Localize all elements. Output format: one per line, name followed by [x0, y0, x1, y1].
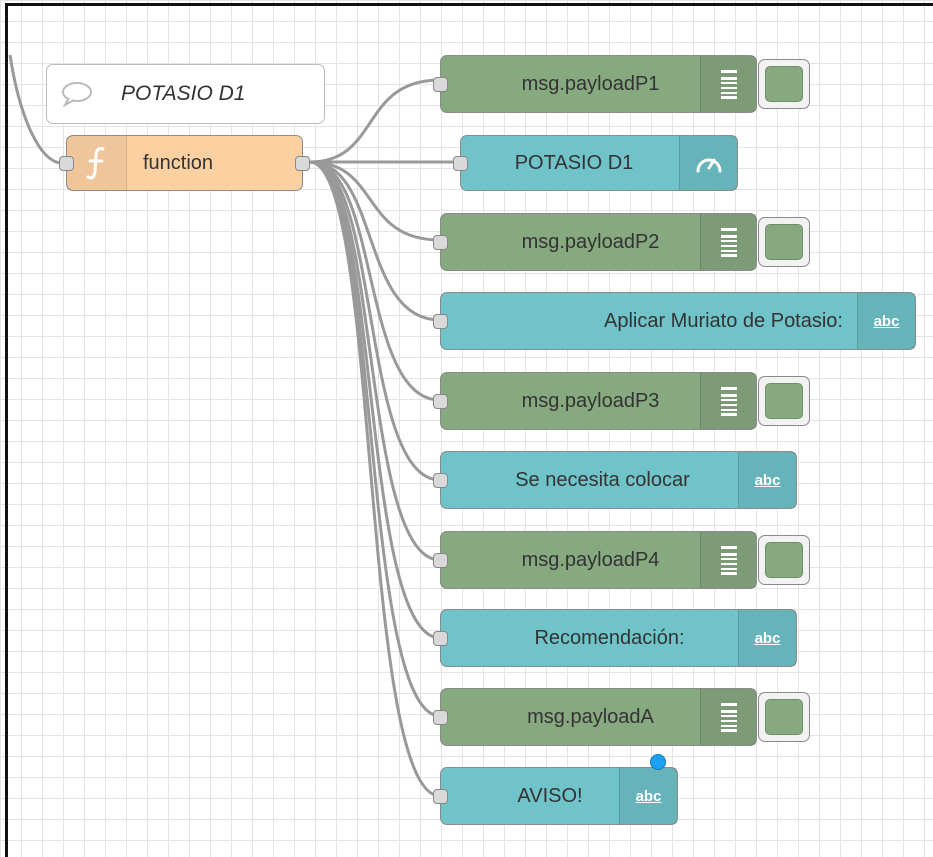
text-input-port[interactable]: [433, 630, 448, 646]
debug-toggle-button[interactable]: [758, 59, 810, 109]
abc-icon: abc: [754, 629, 781, 647]
text-node-recomendacion[interactable]: Recomendación: abc: [433, 609, 797, 667]
abc-icon: abc: [873, 312, 900, 330]
debug-node-p1[interactable]: msg.payloadP1: [433, 55, 757, 113]
speech-bubble-icon: [62, 82, 92, 107]
debug-node-a[interactable]: msg.payloadA: [433, 688, 757, 746]
list-icon: [720, 546, 737, 575]
gauge-icon: [696, 158, 721, 173]
abc-icon: abc: [754, 471, 781, 489]
abc-icon-box: abc: [619, 768, 677, 824]
function-output-port[interactable]: [295, 155, 310, 171]
debug-input-port[interactable]: [433, 393, 448, 409]
text-label: Aplicar Muriato de Potasio:: [603, 309, 843, 332]
debug-input-port[interactable]: [433, 552, 448, 568]
list-icon: [720, 70, 737, 99]
debug-toggle-button[interactable]: [758, 376, 810, 426]
debug-label: msg.payloadP1: [521, 72, 660, 95]
abc-icon: abc: [635, 787, 662, 805]
debug-node-p4[interactable]: msg.payloadP4: [433, 531, 757, 589]
wire-1: [309, 78, 441, 164]
text-input-port[interactable]: [433, 313, 448, 329]
wire-3: [309, 160, 441, 242]
text-node-aplicar[interactable]: Aplicar Muriato de Potasio: abc: [433, 292, 916, 350]
comment-node[interactable]: POTASIO D1: [46, 64, 325, 124]
changed-status-dot: [650, 754, 666, 770]
text-input-port[interactable]: [433, 788, 448, 804]
comment-icon-box: [47, 65, 107, 123]
wire-input: [8, 54, 61, 165]
abc-icon-box: abc: [857, 293, 915, 349]
debug-label: msg.payloadP3: [521, 389, 660, 412]
comment-label: POTASIO D1: [121, 82, 246, 105]
text-label: Recomendación:: [534, 626, 685, 649]
debug-node-p2[interactable]: msg.payloadP2: [433, 213, 757, 271]
debug-label: msg.payloadP2: [521, 230, 660, 253]
list-icon-box: [700, 56, 756, 112]
abc-icon-box: abc: [738, 452, 796, 508]
debug-input-port[interactable]: [433, 709, 448, 725]
debug-toggle-button[interactable]: [758, 217, 810, 267]
gauge-node[interactable]: POTASIO D1: [453, 135, 738, 191]
wire-10: [309, 160, 441, 798]
function-label: function: [143, 151, 214, 174]
text-node-se-necesita[interactable]: Se necesita colocar abc: [433, 451, 797, 509]
list-icon: [720, 703, 737, 732]
debug-input-port[interactable]: [433, 234, 448, 250]
debug-input-port[interactable]: [433, 76, 448, 92]
debug-label: msg.payloadA: [527, 705, 654, 728]
gauge-icon-box: [679, 136, 737, 190]
list-icon: [720, 387, 737, 416]
wire-6: [309, 160, 441, 482]
debug-toggle-button[interactable]: [758, 692, 810, 742]
text-node-aviso[interactable]: AVISO! abc: [433, 767, 678, 825]
wire-7: [309, 160, 441, 562]
gauge-input-port[interactable]: [453, 155, 468, 171]
wire-8: [309, 160, 441, 640]
list-icon-box: [700, 689, 756, 745]
abc-icon-box: abc: [738, 610, 796, 666]
list-icon-box: [700, 214, 756, 270]
function-icon: [86, 147, 104, 180]
list-icon: [720, 228, 737, 257]
function-icon-box: [67, 136, 127, 190]
function-node[interactable]: function: [59, 135, 310, 191]
wire-4: [309, 160, 441, 322]
debug-label: msg.payloadP4: [521, 548, 660, 571]
gauge-label: POTASIO D1: [514, 151, 634, 174]
text-label: AVISO!: [517, 784, 583, 807]
list-icon-box: [700, 532, 756, 588]
function-input-port[interactable]: [59, 155, 74, 171]
debug-toggle-button[interactable]: [758, 535, 810, 585]
debug-node-p3[interactable]: msg.payloadP3: [433, 372, 757, 430]
wire-5: [309, 160, 441, 402]
text-label: Se necesita colocar: [515, 468, 690, 491]
text-input-port[interactable]: [433, 472, 448, 488]
list-icon-box: [700, 373, 756, 429]
